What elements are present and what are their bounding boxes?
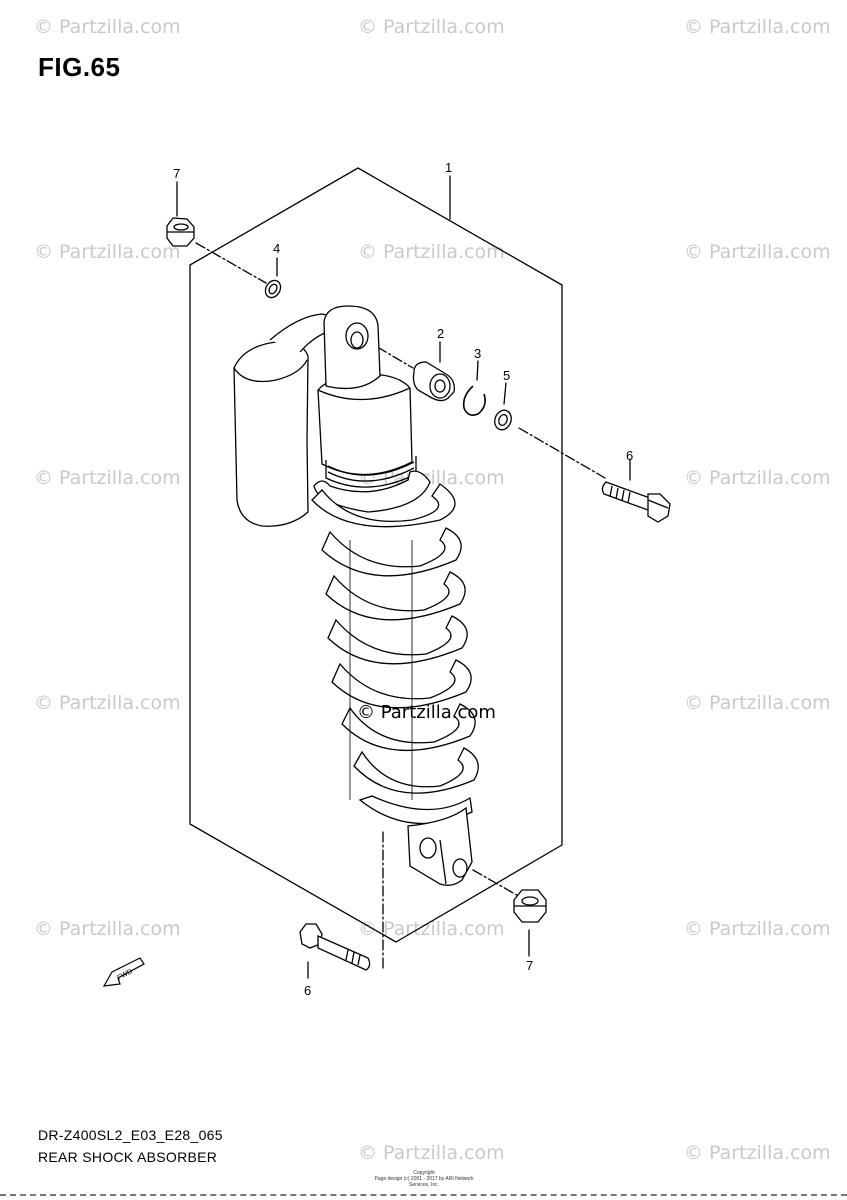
callout-3: 3 [474,346,482,361]
watermark: © Partzilla.com [358,16,505,38]
bottom-clevis [407,806,473,886]
washer-4 [264,279,282,299]
watermark: © Partzilla.com [684,241,831,263]
coil-spring [311,483,479,825]
copyright-line-1: Copyright [413,1170,435,1176]
shock-body [313,305,431,513]
watermark: © Partzilla.com [684,16,831,38]
nut-7-bottom [513,889,547,923]
fwd-arrow-icon: FWD [102,957,145,987]
watermark: © Partzilla.com [34,16,181,38]
watermark: © Partzilla.com [34,241,181,263]
bottom-divider [0,1194,847,1198]
callout-7-bottom: 7 [526,958,534,973]
watermark-center: © Partzilla.com [357,702,496,723]
nut-7-top [166,217,195,247]
callout-6-right: 6 [626,448,634,463]
bolt-6-right [601,481,671,523]
callout-2: 2 [437,326,445,341]
reservoir [233,313,334,527]
watermark: © Partzilla.com [684,918,831,940]
watermark: © Partzilla.com [358,241,505,263]
watermark: © Partzilla.com [34,918,181,940]
diagram-code: DR-Z400SL2_E03_E28_065 [38,1127,223,1143]
bushing-2 [412,361,455,402]
copyright-line-2: Page design (c) 2001 - 2017 by ARI Netwo… [374,1176,474,1188]
watermark: © Partzilla.com [358,1142,505,1164]
circlip-3 [462,385,486,416]
watermark: © Partzilla.com [684,467,831,489]
washer-5 [494,409,512,431]
assembly-outline [189,167,563,943]
callout-6-bottom: 6 [304,983,312,998]
bolt-6-bottom [299,923,371,971]
watermark: © Partzilla.com [684,692,831,714]
callout-4: 4 [273,241,281,256]
watermark: © Partzilla.com [684,1142,831,1164]
figure-title: FIG.65 [38,52,121,82]
watermark: © Partzilla.com [34,467,181,489]
watermark: © Partzilla.com [34,692,181,714]
watermark: © Partzilla.com [358,467,505,489]
callout-7-top: 7 [173,166,181,181]
callout-5: 5 [503,368,511,383]
diagram-name: REAR SHOCK ABSORBER [38,1149,218,1165]
callout-1: 1 [445,160,453,175]
copyright-notice: Copyright Page design (c) 2001 - 2017 by… [364,1170,484,1188]
watermark: © Partzilla.com [358,918,505,940]
